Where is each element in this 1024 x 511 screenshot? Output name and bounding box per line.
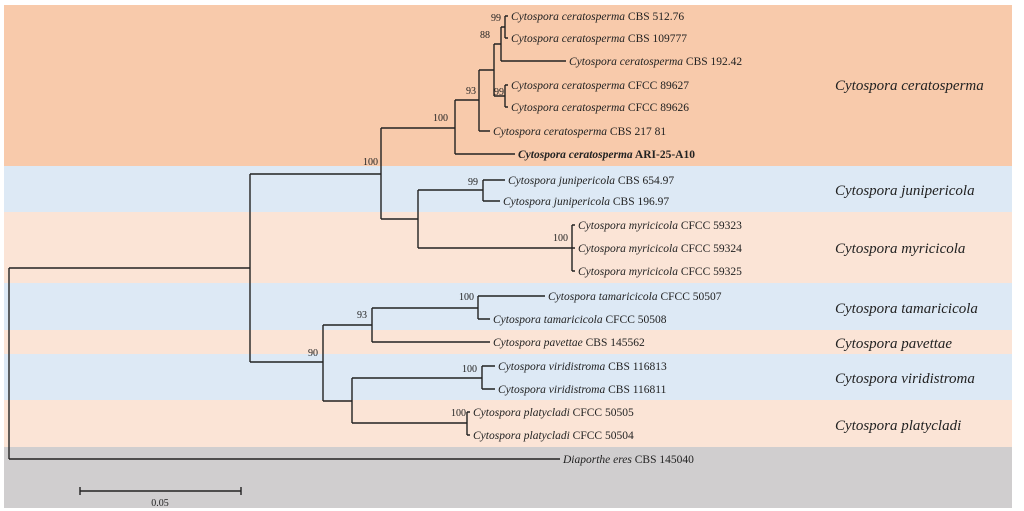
strain-id: ARI-25-A10 (633, 149, 696, 161)
species-name: Cytospora junipericola (508, 175, 615, 187)
bootstrap-value: 93 (357, 310, 367, 321)
strain-id: CBS 217 81 (607, 126, 666, 138)
tree-branch (322, 324, 372, 402)
strain-id: CBS 145040 (632, 454, 694, 466)
strain-id: CBS 116811 (605, 384, 666, 396)
strain-id: CBS 116813 (605, 361, 667, 373)
strain-id: CBS 654.97 (615, 175, 674, 187)
taxon-label: Cytospora ceratosperma ARI-25-A10 (518, 149, 695, 161)
species-name: Cytospora ceratosperma (493, 126, 607, 138)
bootstrap-value: 100 (433, 113, 448, 124)
bootstrap-value: 90 (308, 348, 318, 359)
taxon-label: Cytospora ceratosperma CFCC 89626 (511, 102, 689, 114)
tree-branch (8, 267, 560, 460)
taxon-label: Cytospora ceratosperma CBS 217 81 (493, 126, 666, 138)
bootstrap-value: 100 (553, 233, 568, 244)
strain-id: CFCC 50504 (570, 430, 634, 442)
tree-branch (571, 224, 575, 272)
species-name: Cytospora platycladi (473, 430, 570, 442)
species-name: Cytospora pavettae (493, 337, 583, 349)
strain-id: CBS 145562 (583, 337, 645, 349)
taxon-label: Cytospora viridistroma CBS 116813 (498, 361, 667, 373)
species-name: Cytospora platycladi (473, 407, 570, 419)
clade-label: Cytospora platycladi (835, 418, 961, 434)
strain-id: CFCC 59325 (678, 266, 742, 278)
taxon-label: Cytospora myricicola CFCC 59324 (578, 243, 742, 255)
clade-label: Cytospora ceratosperma (835, 78, 984, 94)
clade-label: Cytospora tamaricicola (835, 301, 978, 317)
species-name: Cytospora ceratosperma (511, 102, 625, 114)
species-name: Diaporthe eres (562, 454, 632, 466)
strain-id: CFCC 50507 (658, 291, 722, 303)
clade-label: Cytospora pavettae (835, 336, 952, 352)
species-name: Cytospora tamaricicola (548, 291, 658, 303)
scale-bar (79, 487, 242, 495)
strain-id: CFCC 59323 (678, 220, 742, 232)
species-name: Cytospora tamaricicola (493, 314, 603, 326)
strain-id: CFCC 59324 (678, 243, 742, 255)
strain-id: CBS 109777 (625, 33, 687, 45)
species-name: Cytospora viridistroma (498, 384, 605, 396)
clade-band (4, 330, 1012, 354)
bootstrap-value: 100 (451, 408, 466, 419)
species-name: Cytospora ceratosperma (518, 149, 633, 161)
strain-id: CFCC 50508 (603, 314, 667, 326)
taxon-label: Cytospora platycladi CFCC 50505 (473, 407, 634, 419)
strain-id: CFCC 89626 (625, 102, 689, 114)
bootstrap-value: 88 (480, 30, 490, 41)
strain-id: CFCC 89627 (625, 80, 689, 92)
taxon-label: Cytospora ceratosperma CBS 512.76 (511, 11, 684, 23)
taxon-label: Cytospora myricicola CFCC 59323 (578, 220, 742, 232)
bootstrap-value: 100 (459, 292, 474, 303)
taxon-label: Cytospora junipericola CBS 196.97 (503, 196, 669, 208)
clade-label: Cytospora junipericola (835, 183, 975, 199)
species-name: Cytospora viridistroma (498, 361, 605, 373)
taxon-label: Cytospora viridistroma CBS 116811 (498, 384, 667, 396)
species-name: Cytospora ceratosperma (569, 56, 683, 68)
clade-label: Cytospora myricicola (835, 241, 965, 257)
clade-band (4, 283, 1012, 330)
clade-label: Cytospora viridistroma (835, 371, 975, 387)
taxon-label: Cytospora ceratosperma CFCC 89627 (511, 80, 689, 92)
species-name: Cytospora ceratosperma (511, 33, 625, 45)
taxon-label: Cytospora ceratosperma CBS 192.42 (569, 56, 742, 68)
clade-band (4, 400, 1012, 447)
bootstrap-value: 100 (462, 364, 477, 375)
species-name: Cytospora myricicola (578, 266, 678, 278)
strain-id: CBS 192.42 (683, 56, 742, 68)
bootstrap-value: 93 (466, 86, 476, 97)
taxon-label: Cytospora tamaricicola CFCC 50507 (548, 291, 722, 303)
clade-band (4, 166, 1012, 212)
species-name: Cytospora myricicola (578, 243, 678, 255)
strain-id: CBS 196.97 (610, 196, 669, 208)
species-name: Cytospora ceratosperma (511, 11, 625, 23)
taxon-label: Cytospora platycladi CFCC 50504 (473, 430, 634, 442)
taxon-label: Cytospora ceratosperma CBS 109777 (511, 33, 687, 45)
clade-band (4, 354, 1012, 400)
taxon-label: Cytospora pavettae CBS 145562 (493, 337, 645, 349)
species-name: Cytospora junipericola (503, 196, 610, 208)
clade-band (4, 447, 1012, 508)
taxon-label: Diaporthe eres CBS 145040 (562, 454, 694, 466)
scale-bar-label: 0.05 (151, 498, 169, 509)
bootstrap-value: 99 (491, 13, 501, 24)
species-name: Cytospora myricicola (578, 220, 678, 232)
bootstrap-value: 100 (363, 157, 378, 168)
taxon-label: Cytospora myricicola CFCC 59325 (578, 266, 742, 278)
species-name: Cytospora ceratosperma (511, 80, 625, 92)
strain-id: CBS 512.76 (625, 11, 684, 23)
bootstrap-value: 99 (494, 87, 504, 98)
tree-branch (454, 99, 515, 155)
bootstrap-value: 99 (468, 177, 478, 188)
taxon-label: Cytospora junipericola CBS 654.97 (508, 175, 674, 187)
taxon-label: Cytospora tamaricicola CFCC 50508 (493, 314, 667, 326)
strain-id: CFCC 50505 (570, 407, 634, 419)
